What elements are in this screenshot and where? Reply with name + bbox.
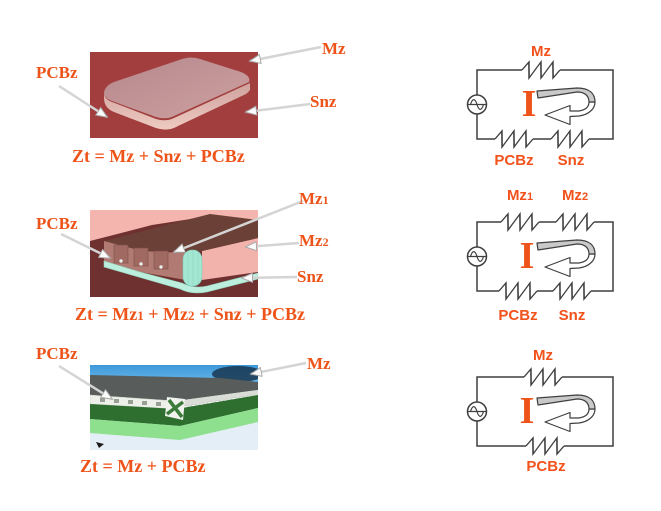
photo-label-pcbz-row1: PCBz [36, 63, 78, 82]
circuit2-label-mz2: Mz2 [561, 187, 589, 204]
circuit2-current-label: I [519, 235, 535, 277]
chip-photo-two-terminal [90, 52, 258, 138]
circuit3-current-label: I [519, 390, 535, 432]
circuit2-label-mz1: Mz1 [506, 187, 534, 204]
circuit3-label-mz: Mz [533, 347, 553, 364]
photo-label-snz-row1: Snz [310, 92, 337, 111]
circuit1-label-mz: Mz [531, 43, 551, 60]
circuit1-label-snz: Snz [557, 152, 585, 169]
circuit3-label-pcbz: PCBz [526, 458, 566, 475]
circuit1-current-label: I [521, 83, 537, 125]
circuit2-label-pcbz: PCBz [498, 307, 538, 324]
equation-row3: Zt = Mz + PCBz [80, 456, 206, 476]
circuit-diagram-row3 [466, 368, 614, 455]
photo-label-pcbz-row2: PCBz [36, 214, 78, 233]
photo-label-mz-row3: Mz [307, 354, 331, 373]
photo-label-pcbz-row3: PCBz [36, 344, 78, 363]
photo-label-mz1-row2: Mz1 [299, 189, 329, 208]
callout-arrow-mz-row3 [251, 361, 307, 374]
circuit-diagram-row2 [466, 213, 614, 300]
equation-row1: Zt = Mz + Snz + PCBz [72, 146, 245, 166]
circuit2-label-snz: Snz [558, 307, 586, 324]
chip-photo-direct-attach [90, 365, 258, 450]
chip-photo-castellated-corner [90, 210, 258, 297]
circuit-diagram-row1 [466, 61, 614, 148]
equation-row2: Zt = Mz1 + Mz2 + Snz + PCBz [75, 304, 306, 324]
photo-label-mz-row1: Mz [322, 39, 346, 58]
photo-label-mz2-row2: Mz2 [299, 231, 329, 250]
circuit1-label-pcbz: PCBz [494, 152, 534, 169]
callout-arrow-mz-row1 [250, 45, 322, 61]
photo-label-snz-row2: Snz [297, 267, 324, 286]
